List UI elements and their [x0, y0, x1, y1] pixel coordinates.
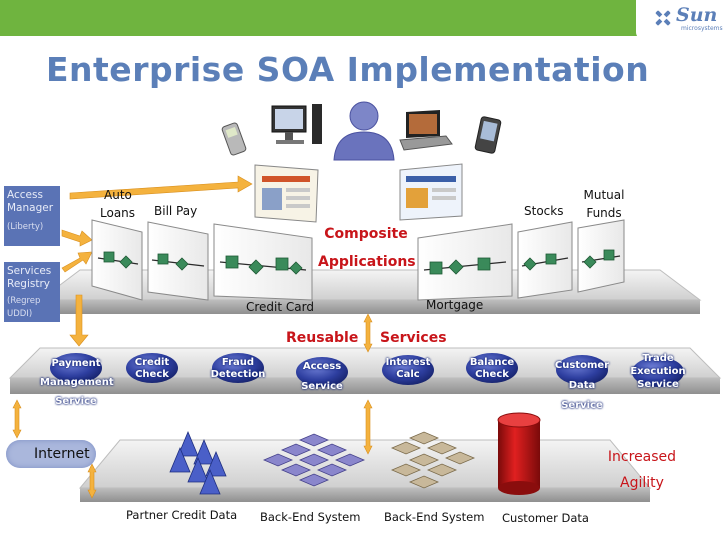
database-cylinder-icon	[497, 412, 541, 495]
service-access: Access Service	[301, 361, 343, 392]
label-mutual-funds: Mutual Funds	[583, 188, 625, 220]
increased-label: Increased	[607, 449, 677, 465]
label-auto-loans-line2: Loans	[100, 206, 136, 220]
composite-applications-label: Composite Applications	[318, 226, 416, 270]
services-registry-title: Services Registry	[7, 265, 52, 290]
access-manager-title: Access Manager	[7, 189, 54, 214]
desktop-icon	[271, 104, 322, 144]
backend-system-2: Back-End System	[384, 510, 485, 524]
internet-cloud: Internet	[6, 440, 96, 468]
label-mortgage: Mortgage	[426, 298, 484, 312]
sun-logo-icon	[655, 10, 671, 26]
label-auto-loans: Auto Loans	[100, 186, 135, 222]
label-credit-card: Credit Card	[246, 300, 314, 314]
service-trade-execution: Trade Execution Service	[630, 353, 686, 390]
internet-label: Internet	[34, 446, 90, 462]
page-title: Enterprise SOA Implementation	[46, 50, 650, 89]
service-customer-data: Customer Data Service	[554, 360, 610, 411]
pda-icon	[474, 116, 502, 154]
service-payment-management: Payment Management Service	[40, 358, 114, 407]
logo-text: Sun	[676, 4, 718, 26]
label-stocks: Stocks	[524, 204, 564, 218]
backend-customer-data: Customer Data	[502, 511, 589, 525]
service-balance-check: Balance Check	[469, 357, 515, 380]
services-registry-sub: (Regrep UDDI)	[7, 296, 41, 319]
logo-subtext: microsystems	[681, 25, 723, 32]
cube-grid-icon	[262, 433, 366, 487]
services-heading: Services	[380, 330, 447, 346]
label-bill-pay: Bill Pay	[154, 204, 198, 218]
user-icon	[333, 101, 395, 161]
service-credit-check: Credit Check	[134, 357, 170, 380]
top-bar	[0, 0, 728, 36]
pyramid-icon	[169, 430, 227, 495]
logo-box	[636, 0, 728, 40]
service-interest-calc: Interest Calc	[385, 357, 431, 380]
reusable-heading: Reusable	[286, 330, 359, 346]
agility-label: Agility	[620, 475, 664, 491]
access-manager-sub: (Liberty)	[7, 222, 44, 232]
increased-agility: Increased Agility	[602, 444, 682, 496]
backend-partner-credit-data: Partner Credit Data	[126, 508, 238, 522]
laptop-icon	[399, 110, 453, 151]
label-auto-loans-line1: Auto	[104, 188, 132, 202]
services-registry-box: Services Registry (Regrep UDDI)	[4, 262, 60, 322]
puzzle-cubes-icon	[390, 431, 476, 489]
service-fraud-detection: Fraud Detection	[210, 357, 266, 380]
backend-system-1: Back-End System	[260, 510, 361, 524]
access-manager-box: Access Manager (Liberty)	[4, 186, 60, 246]
phone-icon	[221, 122, 247, 156]
